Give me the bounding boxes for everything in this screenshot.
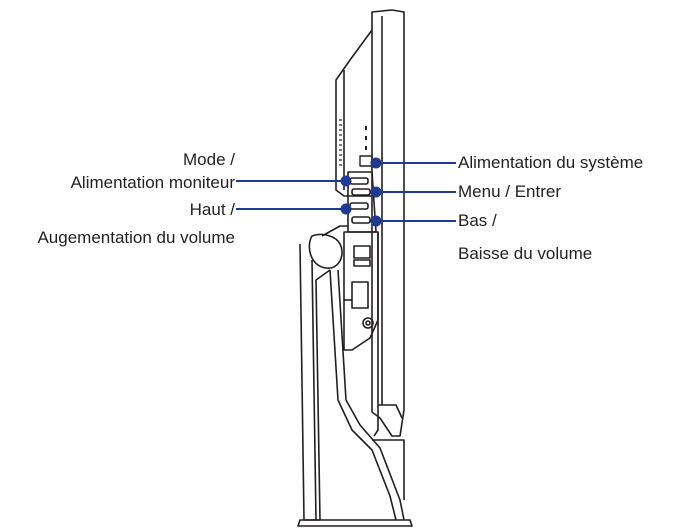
label-up-line1: Haut / xyxy=(189,200,235,219)
label-up-line2: Augementation du volume xyxy=(37,228,235,247)
card-slot xyxy=(351,281,369,309)
callout-dot-power xyxy=(370,157,382,169)
mode-button xyxy=(349,177,369,185)
callout-dot-down xyxy=(370,215,382,227)
audio-jack xyxy=(362,317,374,329)
down-button xyxy=(351,216,371,224)
power-switch xyxy=(359,155,373,167)
callout-dot-up xyxy=(340,203,352,215)
menu-button xyxy=(351,188,371,196)
up-button xyxy=(349,202,369,210)
usb-port-2 xyxy=(353,259,371,267)
label-down-line2: Baisse du volume xyxy=(458,244,593,263)
label-down-line1: Bas / xyxy=(458,211,497,230)
vent-slots xyxy=(339,119,342,166)
callouts xyxy=(236,157,456,227)
callout-dot-menu xyxy=(370,186,382,198)
label-power: Alimentation du système xyxy=(458,153,644,172)
monitor-body xyxy=(297,9,413,527)
front-panel-outline xyxy=(371,9,405,437)
label-mode-line1: Mode / xyxy=(183,150,235,169)
rear-housing-upper xyxy=(335,29,373,197)
label-mode-line2: Alimentation moniteur xyxy=(70,173,235,192)
rear-housing-lower xyxy=(343,231,379,351)
label-menu: Menu / Entrer xyxy=(458,182,561,201)
usb-port-1 xyxy=(353,245,371,259)
stand-hinge xyxy=(308,233,343,269)
callout-dot-mode xyxy=(340,175,352,187)
